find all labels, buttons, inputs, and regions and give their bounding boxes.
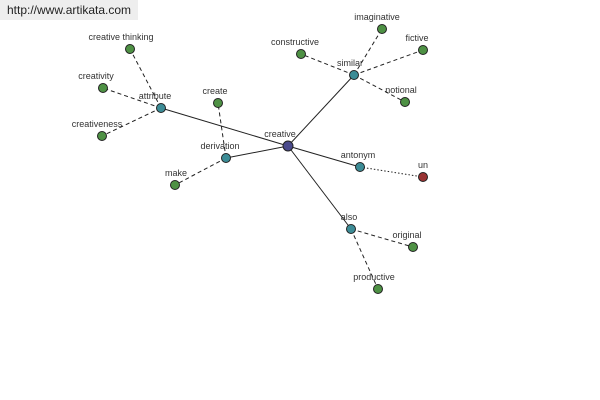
edge-similar-imaginative xyxy=(353,28,383,76)
node-label-productive[interactable]: productive xyxy=(353,272,395,282)
node-dot-imaginative[interactable] xyxy=(377,24,387,34)
edge-similar-notional xyxy=(353,74,406,103)
node-fictive[interactable]: fictive xyxy=(405,33,429,55)
node-creative[interactable]: creative xyxy=(264,129,296,152)
nodes-layer: creative attribute derivation similar antony… xyxy=(72,12,429,294)
node-dot-un[interactable] xyxy=(418,172,428,182)
edge-creative-similar xyxy=(287,74,355,147)
node-label-derivation[interactable]: derivation xyxy=(200,141,239,151)
node-label-creative[interactable]: creative xyxy=(264,129,296,139)
node-dot-also[interactable] xyxy=(346,224,356,234)
node-similar[interactable]: similar xyxy=(337,58,363,80)
edge-creative-antonym xyxy=(287,145,361,168)
node-label-original[interactable]: original xyxy=(392,230,421,240)
node-dot-constructive[interactable] xyxy=(296,49,306,59)
node-constructive[interactable]: constructive xyxy=(271,37,319,59)
node-label-creativity[interactable]: creativity xyxy=(78,71,114,81)
node-dot-antonym[interactable] xyxy=(355,162,365,172)
edge-derivation-make xyxy=(174,157,227,186)
node-label-also[interactable]: also xyxy=(341,212,358,222)
node-also[interactable]: also xyxy=(341,212,358,234)
node-dot-creative-thinking[interactable] xyxy=(125,44,135,54)
site-link[interactable]: http://www.artikata.com xyxy=(0,0,138,20)
edge-attribute-creativeness xyxy=(101,107,162,137)
node-label-fictive[interactable]: fictive xyxy=(405,33,428,43)
node-dot-productive[interactable] xyxy=(373,284,383,294)
node-label-constructive[interactable]: constructive xyxy=(271,37,319,47)
edge-antonym-un xyxy=(359,166,424,178)
node-make[interactable]: make xyxy=(165,168,187,190)
node-notional[interactable]: notional xyxy=(385,85,417,107)
node-original[interactable]: original xyxy=(392,230,422,252)
edge-also-productive xyxy=(350,228,379,290)
node-label-antonym[interactable]: antonym xyxy=(341,150,376,160)
node-dot-notional[interactable] xyxy=(400,97,410,107)
node-label-attribute[interactable]: attribute xyxy=(139,91,172,101)
node-creativeness[interactable]: creativeness xyxy=(72,119,123,141)
node-attribute[interactable]: attribute xyxy=(139,91,172,113)
node-label-creative-thinking[interactable]: creative thinking xyxy=(88,32,153,42)
node-productive[interactable]: productive xyxy=(353,272,395,294)
edge-creative-attribute xyxy=(160,107,289,147)
node-create[interactable]: create xyxy=(202,86,228,108)
node-dot-original[interactable] xyxy=(408,242,418,252)
node-label-similar[interactable]: similar xyxy=(337,58,363,68)
node-label-creativeness[interactable]: creativeness xyxy=(72,119,123,129)
edges-layer xyxy=(101,28,424,290)
node-dot-attribute[interactable] xyxy=(156,103,166,113)
node-creative-thinking[interactable]: creative thinking xyxy=(88,32,154,54)
node-dot-similar[interactable] xyxy=(349,70,359,80)
edge-creative-derivation xyxy=(225,145,289,159)
edge-similar-fictive xyxy=(353,49,424,76)
node-dot-creativity[interactable] xyxy=(98,83,108,93)
edge-similar-constructive xyxy=(300,53,355,76)
edge-attribute-creativity xyxy=(102,87,162,109)
node-label-make[interactable]: make xyxy=(165,168,187,178)
node-creativity[interactable]: creativity xyxy=(78,71,114,93)
node-dot-derivation[interactable] xyxy=(221,153,231,163)
edge-also-original xyxy=(350,228,414,248)
node-dot-creative[interactable] xyxy=(282,140,294,152)
node-label-create[interactable]: create xyxy=(202,86,227,96)
edge-derivation-create xyxy=(217,102,227,159)
node-dot-creativeness[interactable] xyxy=(97,131,107,141)
node-derivation[interactable]: derivation xyxy=(200,141,240,163)
node-label-un[interactable]: un xyxy=(418,160,428,170)
node-dot-create[interactable] xyxy=(213,98,223,108)
node-label-imaginative[interactable]: imaginative xyxy=(354,12,400,22)
node-label-notional[interactable]: notional xyxy=(385,85,417,95)
edge-creative-also xyxy=(287,145,352,230)
node-imaginative[interactable]: imaginative xyxy=(354,12,400,34)
node-antonym[interactable]: antonym xyxy=(341,150,376,172)
node-dot-make[interactable] xyxy=(170,180,180,190)
node-dot-fictive[interactable] xyxy=(418,45,428,55)
node-un[interactable]: un xyxy=(418,160,428,182)
